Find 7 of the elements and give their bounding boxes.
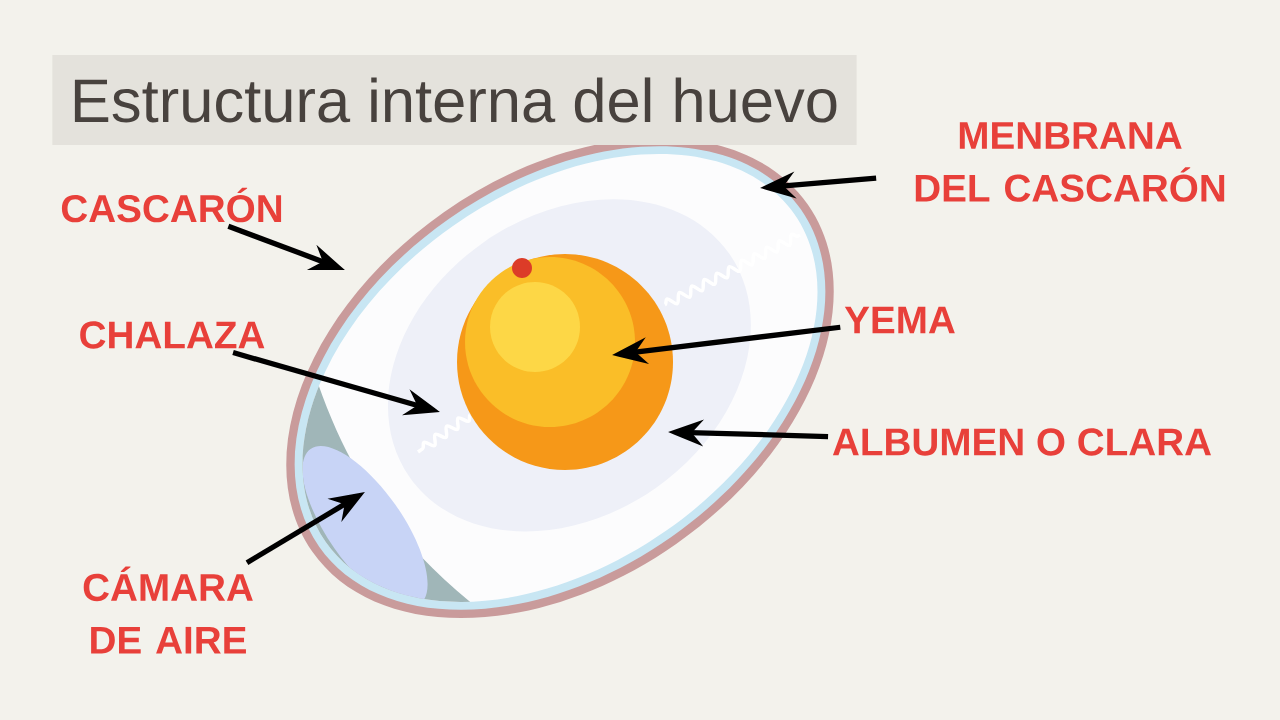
part-label: YEMA (844, 306, 955, 334)
part-label: CÁMARA DE AIRE (83, 566, 253, 654)
part-label: MENBRANA DEL CASCARÓN (915, 122, 1225, 202)
part-label: CHALAZA (80, 321, 265, 349)
part-label: CASCARÓN (61, 187, 282, 223)
part-label: ALBUMEN O CLARA (832, 428, 1211, 456)
title: Estructura interna del huevo (52, 54, 857, 146)
